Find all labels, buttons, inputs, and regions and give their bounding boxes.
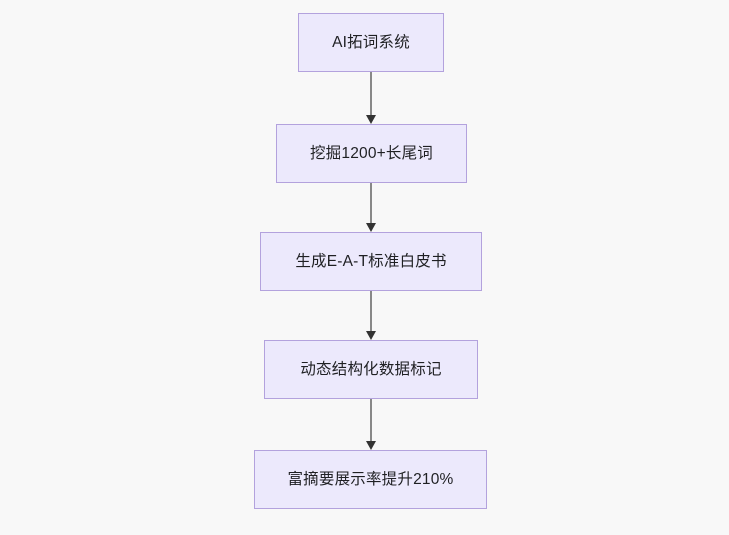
edge-line <box>370 399 372 441</box>
edge-n2-n3 <box>366 183 376 232</box>
edge-n3-n4 <box>366 291 376 340</box>
flow-node-label: AI拓词系统 <box>332 33 410 51</box>
flow-node-label: 动态结构化数据标记 <box>300 360 442 378</box>
edge-line <box>370 72 372 115</box>
flow-node-rich-snippet-impression-lift[interactable]: 富摘要展示率提升210% <box>254 450 487 509</box>
flow-node-label: 生成E-A-T标准白皮书 <box>295 252 447 270</box>
flow-node-mine-longtail-keywords[interactable]: 挖掘1200+长尾词 <box>276 124 467 183</box>
arrowhead-icon <box>366 441 376 450</box>
arrowhead-icon <box>366 115 376 124</box>
edge-line <box>370 291 372 331</box>
flow-node-generate-eat-whitepaper[interactable]: 生成E-A-T标准白皮书 <box>260 232 482 291</box>
edge-n1-n2 <box>366 72 376 124</box>
arrowhead-icon <box>366 223 376 232</box>
flow-node-ai-keyword-system[interactable]: AI拓词系统 <box>298 13 444 72</box>
edge-line <box>370 183 372 223</box>
flow-node-label: 富摘要展示率提升210% <box>287 470 454 488</box>
arrowhead-icon <box>366 331 376 340</box>
flow-node-label: 挖掘1200+长尾词 <box>309 144 434 162</box>
flow-node-dynamic-structured-data-markup[interactable]: 动态结构化数据标记 <box>264 340 478 399</box>
edge-n4-n5 <box>366 399 376 450</box>
